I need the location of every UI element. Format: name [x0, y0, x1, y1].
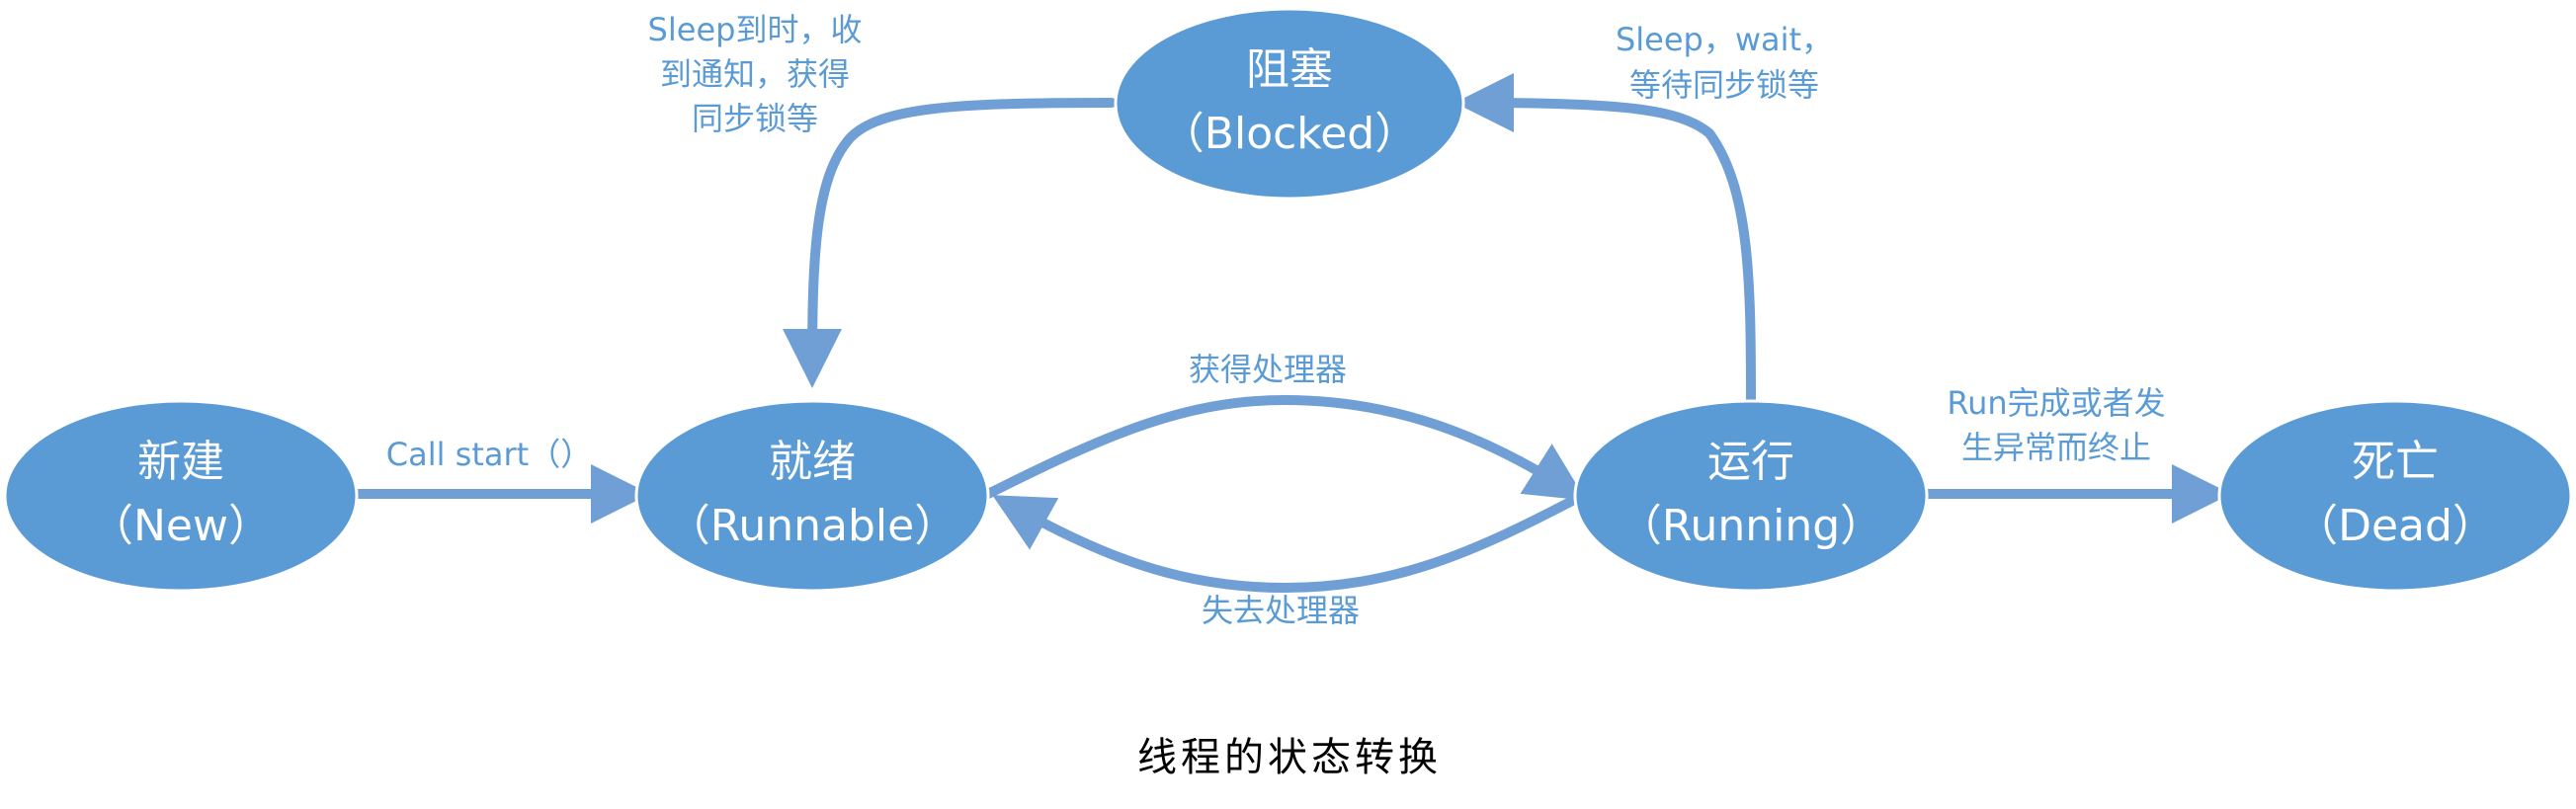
edge-runnable-to-running — [983, 395, 1587, 501]
state-dead-name: 死亡 — [2352, 437, 2439, 487]
state-blocked: 阻塞 （Blocked） — [1114, 7, 1465, 201]
edge-running-to-blocked — [1454, 73, 1756, 405]
state-dead-english: （Dead） — [2294, 501, 2496, 551]
label-running-to-blocked-2: 等待同步锁等 — [1629, 66, 1819, 104]
state-new-name: 新建 — [137, 437, 224, 487]
state-runnable: 就绪 （Runnable） — [634, 399, 990, 593]
diagram-caption: 线程的状态转换 — [1137, 735, 1442, 780]
label-runnable-to-running: 获得处理器 — [1189, 351, 1347, 388]
state-new: 新建 （New） — [3, 399, 359, 593]
state-runnable-shape — [634, 399, 990, 593]
label-running-to-blocked-1: Sleep，wait， — [1616, 21, 1833, 58]
label-new-to-runnable: Call start（） — [386, 436, 592, 473]
state-runnable-english: （Runnable） — [667, 501, 957, 551]
label-blocked-to-runnable-3: 同步锁等 — [692, 100, 818, 137]
state-blocked-name: 阻塞 — [1246, 44, 1333, 95]
state-running-english: （Running） — [1619, 501, 1883, 551]
state-blocked-shape — [1114, 7, 1465, 201]
state-running-shape — [1573, 399, 1929, 593]
state-new-english: （New） — [90, 501, 272, 551]
state-runnable-name: 就绪 — [769, 437, 856, 487]
state-dead: 死亡 （Dead） — [2217, 399, 2573, 593]
label-running-to-runnable: 失去处理器 — [1202, 592, 1360, 629]
state-blocked-english: （Blocked） — [1161, 109, 1418, 159]
state-dead-shape — [2217, 399, 2573, 593]
edge-blocked-to-runnable — [783, 98, 1117, 389]
state-running-name: 运行 — [1707, 437, 1794, 487]
label-blocked-to-runnable-2: 到通知，获得 — [660, 55, 850, 93]
label-blocked-to-runnable-1: Sleep到时，收 — [648, 11, 863, 48]
label-running-to-dead-2: 生异常而终止 — [1961, 429, 2151, 466]
state-running: 运行 （Running） — [1573, 399, 1929, 593]
label-running-to-dead-1: Run完成或者发 — [1947, 384, 2165, 422]
edge-running-to-runnable — [992, 494, 1581, 593]
state-new-shape — [3, 399, 359, 593]
